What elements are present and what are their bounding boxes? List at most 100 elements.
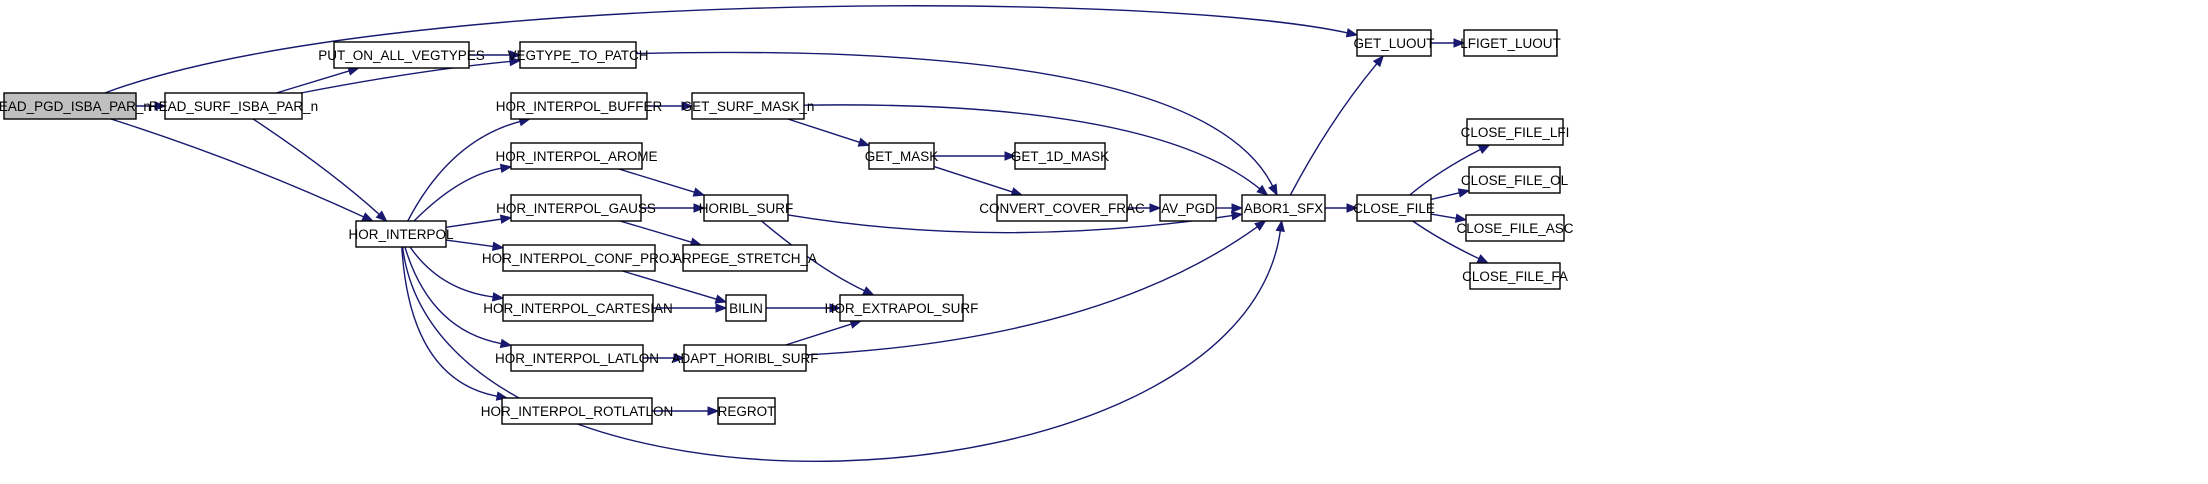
node-get-1d-mask[interactable]: GET_1D_MASK [1011,142,1109,170]
arrowhead-get-mask [857,137,871,147]
edge-close-file-to-close-file-fa [1412,220,1480,260]
node-put-on-all-vegtypes[interactable]: PUT_ON_ALL_VEGTYPES [318,41,485,69]
node-hor-interpol-latlon[interactable]: HOR_INTERPOL_LATLON [495,344,659,372]
node-label: LFIGET_LUOUT [1460,36,1561,51]
arrowhead-read-surf-isba-par-n [154,101,167,111]
node-box [717,397,776,425]
edge-get-surf-mask-n-to-abor1-sfx [803,104,1261,190]
node-lfiget-luout[interactable]: LFIGET_LUOUT [1460,29,1561,57]
node-box [510,92,648,120]
node-hor-interpol[interactable]: HOR_INTERPOL [348,220,454,248]
arrowhead-bilin [714,294,728,304]
edge-hor-interpol-conf-proj-to-bilin [622,270,717,300]
node-arpege-stretch-a[interactable]: ARPEGE_STRETCH_A [673,244,817,272]
node-adapt-horibl-surf[interactable]: ADAPT_HORIBL_SURF [671,344,819,372]
edge-hor-interpol-to-hor-interpol-rotlatlon [401,246,498,397]
edge-close-file-to-close-file-asc [1430,213,1457,219]
edge-hor-interpol-to-hor-interpol-conf-proj [445,239,494,248]
edge-read-pgd-isba-par-n-to-get-luout [104,5,1348,94]
node-close-file-lfi[interactable]: CLOSE_FILE_LFI [1461,118,1570,146]
arrowhead-horibl-surf [692,187,706,197]
node-box [1014,142,1106,170]
node-label: ABOR1_SFX [1244,201,1324,216]
node-label: READ_SURF_ISBA_PAR_n [149,99,318,114]
node-label: REGROT [718,404,776,419]
edge-hor-interpol-to-abor1-sfx [401,230,1282,462]
edge-get-surf-mask-n-to-get-mask [787,118,860,143]
arrowhead-lfiget-luout [1453,38,1466,48]
node-label: CLOSE_FILE_FA [1462,269,1568,284]
arrowhead-regrot [707,406,720,416]
node-hor-interpol-cartesian[interactable]: HOR_INTERPOL_CARTESIAN [483,294,673,322]
node-label: HORIBL_SURF [699,201,794,216]
node-box [502,244,656,272]
arrowhead-vegtype-to-patch [509,56,522,67]
node-read-pgd-isba-par-n[interactable]: READ_PGD_ISBA_PAR_n [0,92,151,120]
node-get-mask[interactable]: GET_MASK [865,142,939,170]
node-box [510,344,644,372]
node-label: HOR_INTERPOL_GAUSS [496,201,656,216]
node-label: HOR_INTERPOL_CONF_PROJ [482,251,676,266]
node-label: VEGTYPE_TO_PATCH [507,48,648,63]
node-read-surf-isba-par-n[interactable]: READ_SURF_ISBA_PAR_n [149,92,318,120]
node-regrot[interactable]: REGROT [717,397,776,425]
node-label: HOR_EXTRAPOL_SURF [825,301,979,316]
node-close-file[interactable]: CLOSE_FILE [1353,194,1435,222]
node-box [1465,214,1565,242]
node-hor-interpol-arome[interactable]: HOR_INTERPOL_AROME [495,142,658,170]
node-box [682,244,808,272]
node-box [725,294,767,322]
node-label: HOR_INTERPOL_LATLON [495,351,659,366]
node-label: ADAPT_HORIBL_SURF [671,351,818,366]
node-box [519,41,637,69]
node-box [1356,194,1432,222]
arrowhead-abor1-sfx [1230,210,1244,221]
node-hor-interpol-conf-proj[interactable]: HOR_INTERPOL_CONF_PROJ [482,244,676,272]
arrowhead-get-luout [1372,54,1385,68]
node-label: CLOSE_FILE_OL [1461,173,1569,188]
node-close-file-ol[interactable]: CLOSE_FILE_OL [1461,166,1569,194]
arrowhead-abor1-sfx [1268,183,1278,197]
node-label: GET_SURF_MASK_n [682,99,815,114]
node-hor-extrapol-surf[interactable]: HOR_EXTRAPOL_SURF [825,294,979,322]
node-bilin[interactable]: BILIN [725,294,767,322]
node-av-pgd[interactable]: AV_PGD [1159,194,1217,222]
edge-close-file-to-close-file-ol [1430,192,1460,201]
node-box [839,294,964,322]
node-close-file-fa[interactable]: CLOSE_FILE_FA [1462,262,1568,290]
node-vegtype-to-patch[interactable]: VEGTYPE_TO_PATCH [507,41,649,69]
node-get-luout[interactable]: GET_LUOUT [1353,29,1435,57]
edge-hor-interpol-to-hor-interpol-cartesian [409,246,494,298]
node-box [164,92,303,120]
edge-vegtype-to-patch-to-abor1-sfx [635,51,1274,187]
node-box [1241,194,1326,222]
node-box [1466,118,1564,146]
edge-read-pgd-isba-par-n-to-hor-interpol [110,118,364,218]
arrowhead-abor1-sfx [1254,220,1267,231]
arrowhead-hor-interpol-conf-proj [491,241,505,252]
node-box [1463,29,1558,57]
node-label: CONVERT_COVER_FRAC [979,201,1145,216]
arrowhead-close-file-fa [1476,254,1490,264]
node-close-file-asc[interactable]: CLOSE_FILE_ASC [1456,214,1574,242]
node-hor-interpol-gauss[interactable]: HOR_INTERPOL_GAUSS [496,194,656,222]
arrowhead-hor-interpol [375,210,388,222]
node-get-surf-mask-n[interactable]: GET_SURF_MASK_n [682,92,815,120]
node-box [691,92,805,120]
node-convert-cover-frac[interactable]: CONVERT_COVER_FRAC [979,194,1145,222]
node-abor1-sfx[interactable]: ABOR1_SFX [1241,194,1326,222]
node-box [1356,29,1432,57]
node-hor-interpol-buffer[interactable]: HOR_INTERPOL_BUFFER [496,92,663,120]
node-label: HOR_INTERPOL_ROTLATLON [481,404,674,419]
node-horibl-surf[interactable]: HORIBL_SURF [699,194,794,222]
edge-read-surf-isba-par-n-to-vegtype-to-patch [300,60,511,94]
node-hor-interpol-rotlatlon[interactable]: HOR_INTERPOL_ROTLATLON [481,397,674,425]
node-box [501,397,653,425]
edge-hor-interpol-to-hor-interpol-latlon [404,246,502,345]
arrowhead-abor1-sfx [1231,203,1244,213]
edge-hor-interpol-arome-to-horibl-surf [618,168,695,193]
arrowhead-hor-extrapol-surf [829,303,842,313]
edge-horibl-surf-to-abor1-sfx [787,214,1233,234]
